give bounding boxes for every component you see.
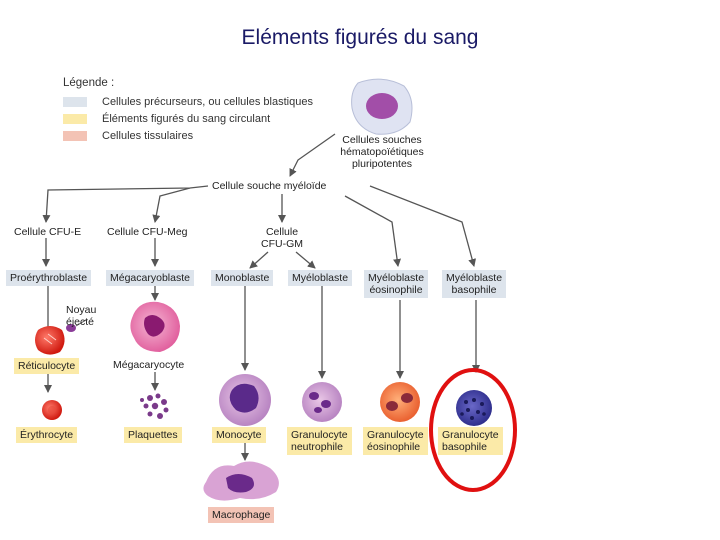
eos-myeloblast-line-2: éosinophile [369, 284, 423, 296]
neutrophil-icon [302, 382, 342, 422]
reticulocyte-box: Réticulocyte [14, 358, 80, 374]
page-title: Eléments figurés du sang [241, 26, 479, 49]
erythrocyte-icon [42, 400, 62, 420]
legend-label: Cellules tissulaires [102, 130, 194, 142]
eosinophil-myeloblast-box: Myéloblaste éosinophile [364, 270, 429, 298]
stem-line-1: Cellules souches [342, 134, 422, 146]
legend-item-tissue: Cellules tissulaires [63, 130, 193, 142]
ejected-nucleus-line-2: éjecté [66, 316, 95, 328]
monocyte-box: Monocyte [212, 427, 266, 443]
reticulocyte-icon [35, 326, 65, 355]
proerythroblast-box: Proérythroblaste [6, 270, 92, 286]
stem-cell-label: Cellules souches hématopoïétiques plurip… [322, 134, 442, 170]
cfu-gm-line-2: CFU-GM [261, 238, 303, 250]
cfu-e-label: Cellule CFU-E [14, 226, 82, 238]
megakaryoblast-box: Mégacaryoblaste [106, 270, 194, 286]
basophil-line-2: basophile [442, 441, 487, 453]
basophil-icon [456, 390, 492, 426]
legend-swatch-blue [63, 97, 87, 107]
monoblast-box: Monoblaste [211, 270, 274, 286]
basophil-myeloblast-box: Myéloblaste basophile [442, 270, 507, 298]
eosinophil-icon [380, 382, 420, 422]
cfu-gm-line-1: Cellule [265, 226, 299, 238]
stem-cell-icon [351, 78, 413, 135]
myeloblast-box: Myéloblaste [288, 270, 353, 286]
ejected-nucleus-label: Noyau éjecté [66, 304, 96, 328]
legend-label: Éléments figurés du sang circulant [102, 113, 271, 125]
monocyte-icon [219, 374, 271, 426]
legend-swatch-yellow [63, 114, 87, 124]
platelets-icon [140, 393, 169, 419]
stem-line-2: hématopoïétiques [340, 146, 424, 158]
eosinophil-line-1: Granulocyte [367, 429, 424, 441]
megakaryocyte-icon [130, 301, 180, 352]
eosinophil-box: Granulocyte éosinophile [363, 427, 428, 455]
neutrophil-box: Granulocyte neutrophile [287, 427, 352, 455]
legend-swatch-pink [63, 131, 87, 141]
legend-label: Cellules précurseurs, ou cellules blasti… [102, 96, 313, 108]
stem-line-3: pluripotentes [351, 158, 413, 170]
legend-item-precursors: Cellules précurseurs, ou cellules blasti… [63, 96, 313, 108]
ejected-nucleus-icon [66, 319, 87, 332]
eosinophil-line-2: éosinophile [367, 441, 421, 453]
basophil-box: Granulocyte basophile [438, 427, 503, 455]
platelets-box: Plaquettes [124, 427, 182, 443]
neutrophil-line-2: neutrophile [291, 441, 343, 453]
macrophage-icon [203, 461, 279, 501]
cfu-gm-label: Cellule CFU-GM [252, 226, 312, 250]
erythrocyte-box: Érythrocyte [16, 427, 78, 443]
macrophage-box: Macrophage [208, 507, 275, 523]
eos-myeloblast-line-1: Myéloblaste [368, 272, 425, 284]
baso-myeloblast-line-1: Myéloblaste [446, 272, 503, 284]
baso-myeloblast-line-2: basophile [451, 284, 497, 296]
megakaryocyte-label: Mégacaryocyte [113, 359, 185, 371]
legend-item-circulating: Éléments figurés du sang circulant [63, 113, 270, 125]
ejected-nucleus-line-1: Noyau [66, 304, 97, 316]
legend-title: Légende : [63, 77, 115, 89]
neutrophil-line-1: Granulocyte [291, 429, 348, 441]
cfu-meg-label: Cellule CFU-Meg [107, 226, 188, 238]
myeloid-stem-cell-label: Cellule souche myéloïde [212, 180, 327, 192]
basophil-line-1: Granulocyte [442, 429, 499, 441]
highlight-ellipse [429, 368, 517, 492]
